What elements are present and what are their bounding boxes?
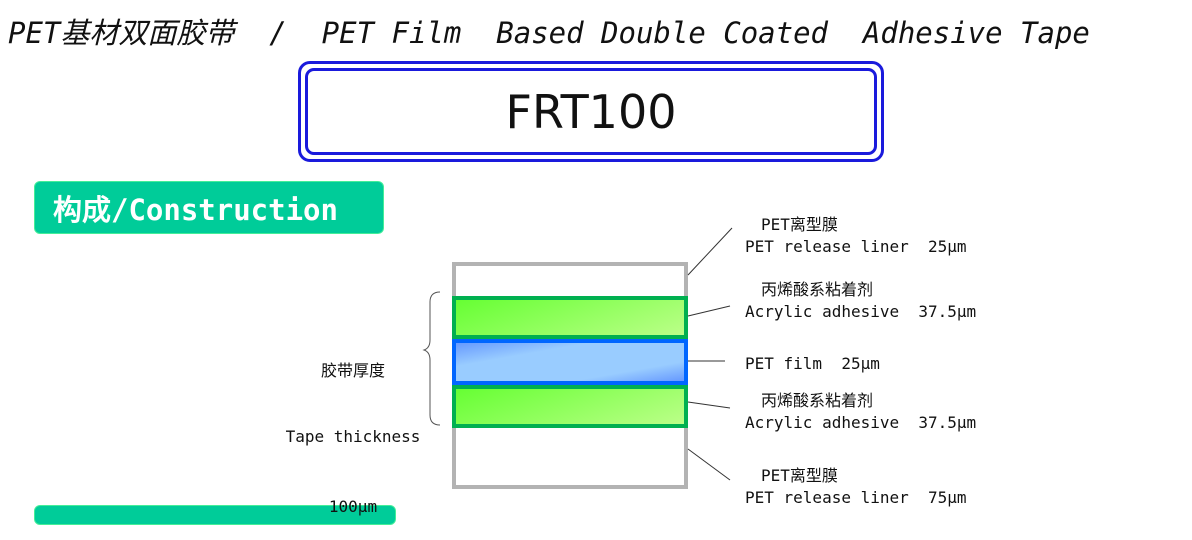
layer-label: 丙烯酸系粘着剂 Acrylic adhesive 37.5μm xyxy=(745,279,976,323)
leader-line xyxy=(687,227,733,276)
layer-bottom-liner xyxy=(452,428,688,489)
layer-label: PET离型膜 PET release liner 25μm xyxy=(745,214,967,258)
label-en: PET release liner 25μm xyxy=(745,237,967,256)
section-construction: 构成/Construction xyxy=(34,181,384,234)
label-en: Acrylic adhesive 37.5μm xyxy=(745,302,977,321)
label-cn: 丙烯酸系粘着剂 xyxy=(761,391,874,410)
layer-label: 丙烯酸系粘着剂 Acrylic adhesive 37.5μm xyxy=(745,390,976,434)
label-cn: PET离型膜 xyxy=(761,215,838,234)
layer-label: PET film 25μm xyxy=(745,353,880,375)
layer-adhesive-top xyxy=(452,296,688,339)
layer-adhesive-bottom xyxy=(452,385,688,428)
leader-line xyxy=(687,305,731,317)
model-name: FRT100 xyxy=(305,68,877,155)
label-cn: PET离型膜 xyxy=(761,466,838,485)
page-title: PET基材双面胶带 / PET Film Based Double Coated… xyxy=(8,16,1090,50)
label-en: PET film 25μm xyxy=(745,354,880,373)
leader-line xyxy=(687,448,731,481)
model-box: FRT100 xyxy=(298,61,884,162)
thickness-en: Tape thickness xyxy=(285,427,421,446)
thickness-value: 100μm xyxy=(328,497,378,516)
thickness-cn: 胶带厚度 xyxy=(320,361,385,380)
leader-line xyxy=(687,401,731,409)
leader-lines xyxy=(422,227,733,481)
thickness-brace xyxy=(422,291,441,426)
layer-label: PET离型膜 PET release liner 75μm xyxy=(745,465,967,509)
layer-top-liner xyxy=(452,262,688,298)
thickness-label: 胶带厚度 Tape thickness 100μm xyxy=(278,316,428,540)
label-en: PET release liner 75μm xyxy=(745,488,967,507)
label-en: Acrylic adhesive 37.5μm xyxy=(745,413,977,432)
label-cn: 丙烯酸系粘着剂 xyxy=(761,280,874,299)
layer-pet-film xyxy=(452,339,688,385)
